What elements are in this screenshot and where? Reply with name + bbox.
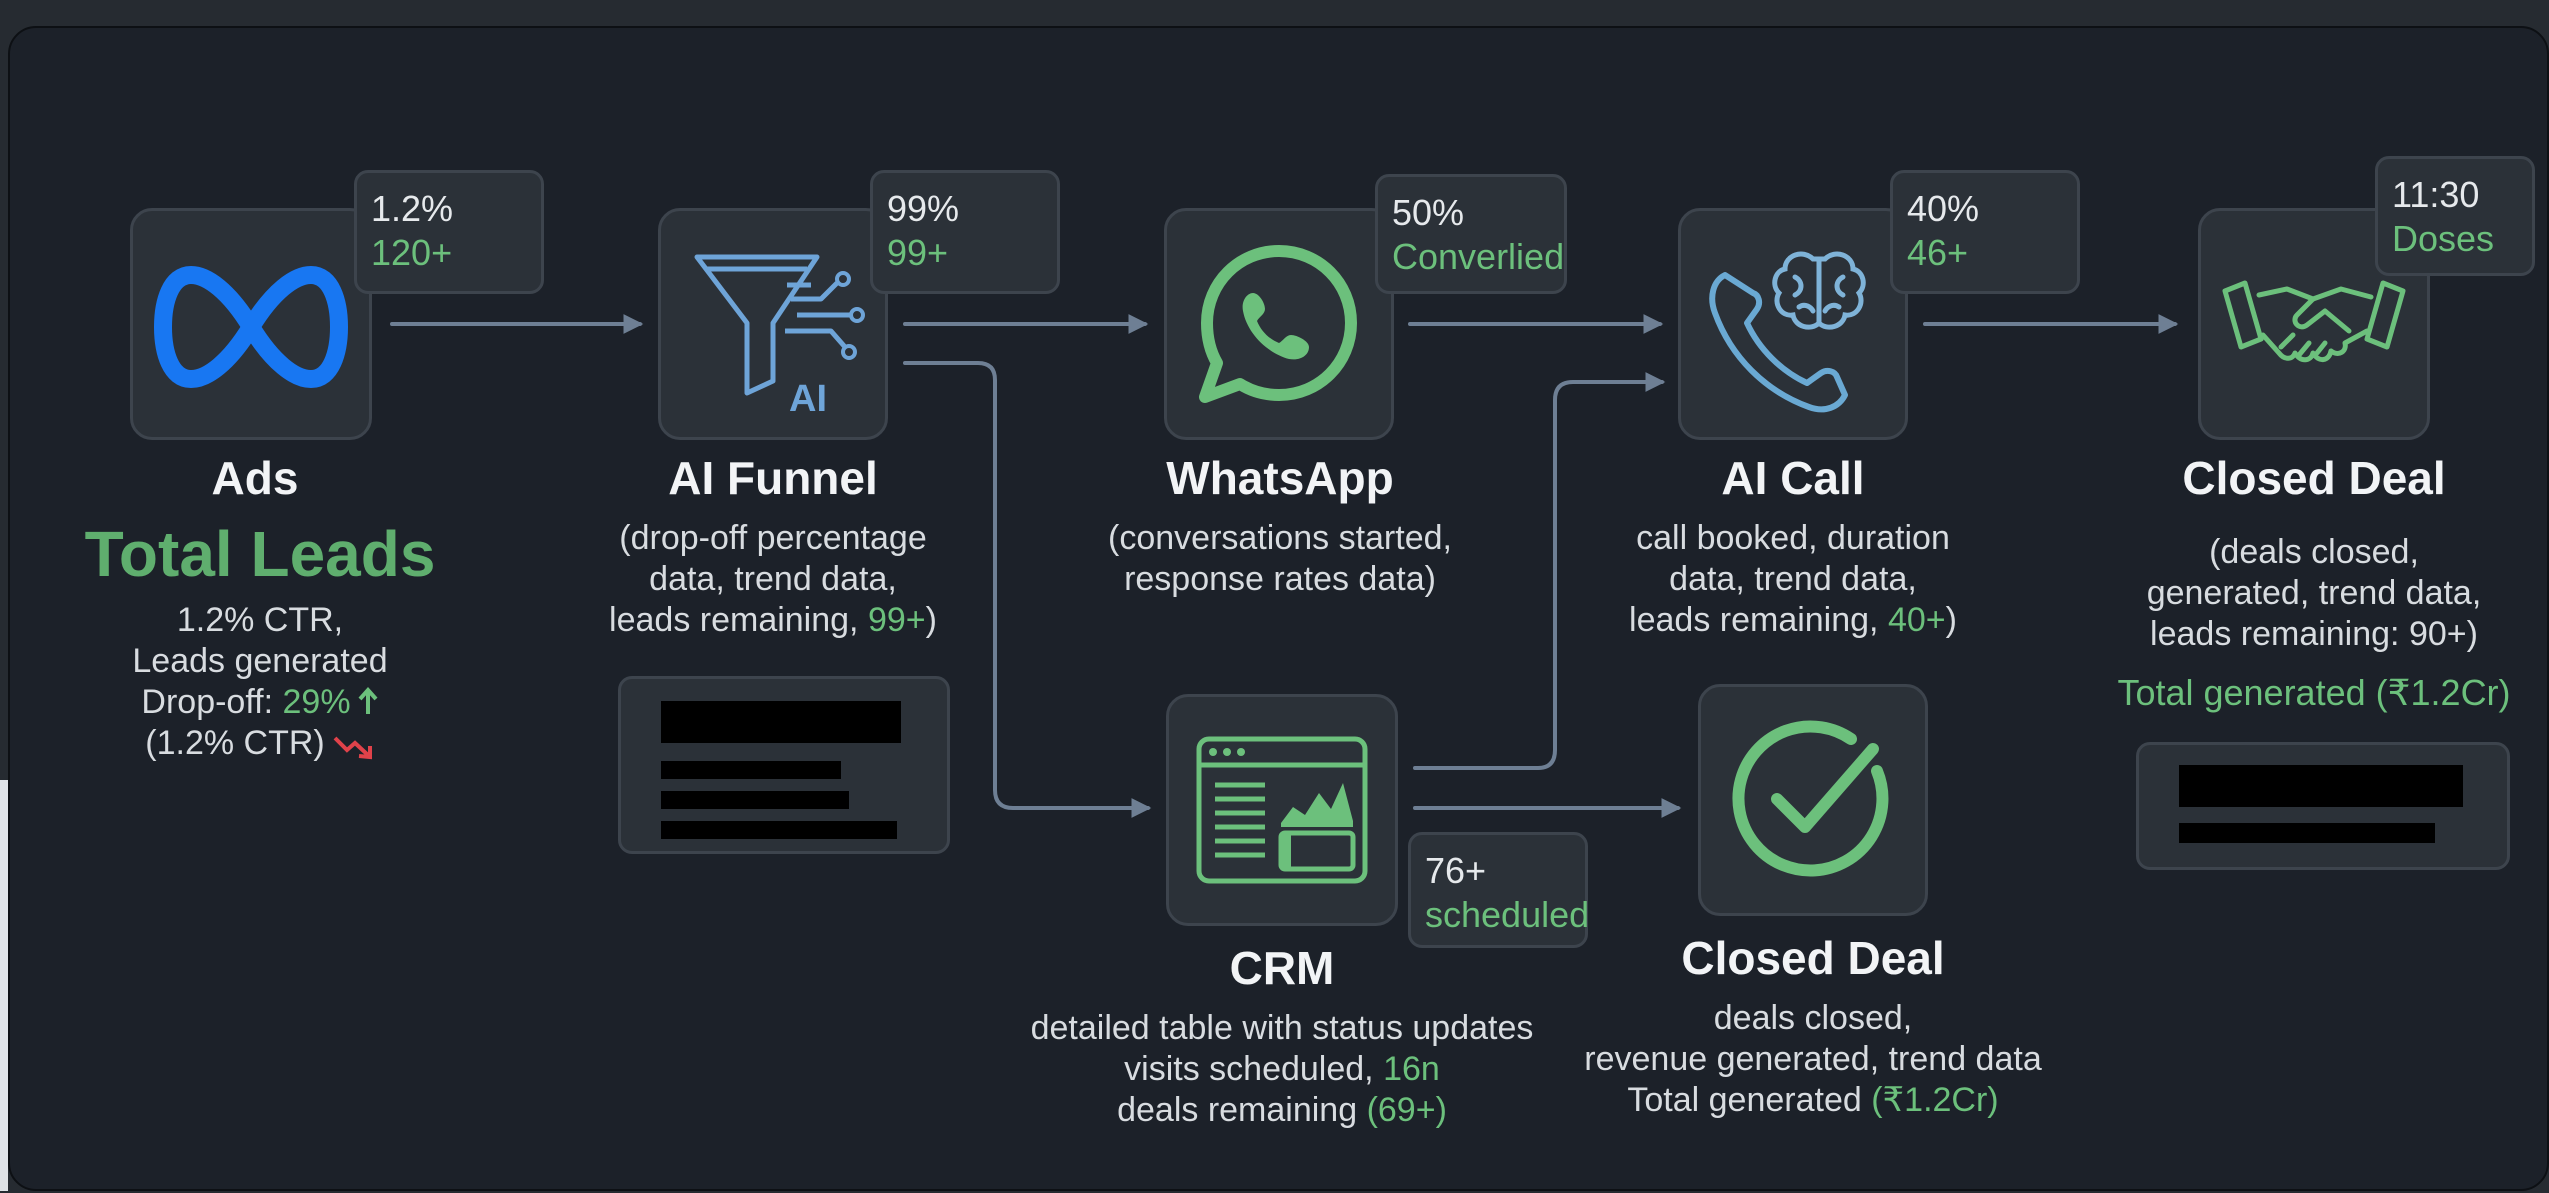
check-circle-icon (1732, 720, 1889, 877)
flow-connectors (390, 314, 2179, 818)
ads-title: Ads (211, 452, 299, 504)
ai-funnel-badge: 99% 99+ (870, 170, 1060, 294)
ads-total-leads: Total Leads (84, 518, 436, 590)
ai-funnel-icon: AI (694, 254, 865, 420)
whatsapp-title: WhatsApp (1166, 452, 1394, 504)
closed-deal-redacted-card (2136, 742, 2510, 870)
ai-funnel-node[interactable]: AI (658, 208, 888, 440)
trend-down-icon (333, 736, 372, 760)
ai-call-node[interactable] (1678, 208, 1908, 440)
closed-deal-bottom-description: deals closed, revenue generated, trend d… (1584, 999, 2042, 1119)
svg-text:AI: AI (789, 378, 827, 420)
closed-deal-top-total: Total generated (₹1.2Cr) (2117, 672, 2511, 713)
ai-funnel-description: (drop-off percentage data, trend data, l… (609, 519, 937, 639)
closed-deal-top-badge: 11:30 Doses (2375, 156, 2535, 276)
whatsapp-description: (conversations started, response rates d… (1108, 519, 1452, 598)
crm-node[interactable] (1166, 694, 1398, 926)
ads-dropoff-value: 29% (282, 683, 351, 721)
phone-brain-icon (1709, 251, 1866, 413)
arrow-up-icon (358, 686, 378, 714)
arrow-funnel-to-crm (903, 361, 1152, 818)
handshake-icon (2222, 280, 2406, 363)
ai-call-title: AI Call (1721, 452, 1865, 504)
crm-badge: 76+ scheduled (1408, 832, 1589, 948)
whatsapp-icon (1199, 245, 1357, 403)
ai-funnel-redacted-card (618, 676, 950, 854)
whatsapp-badge: 50% Converlied (1375, 174, 1567, 294)
ads-badge-rate: 1.2% (371, 188, 454, 229)
closed-deal-bottom-node[interactable] (1698, 684, 1928, 916)
ads-badge-count: 120+ (371, 232, 453, 273)
ai-call-description: call booked, duration data, trend data, … (1629, 519, 1957, 639)
closed-deal-bottom-title: Closed Deal (1681, 932, 1945, 984)
closed-deal-top-description: (deals closed, generated, trend data, le… (2146, 533, 2482, 653)
ads-badge: 1.2% 120+ (354, 170, 544, 294)
ai-call-badge: 40% 46+ (1890, 170, 2080, 294)
arrow-crm-to-aicall (1413, 372, 1666, 770)
meta-logo-icon (154, 266, 348, 388)
closed-deal-top-title: Closed Deal (2182, 452, 2446, 504)
crm-description: detailed table with status updates visit… (1030, 1009, 1534, 1129)
crm-title: CRM (1229, 942, 1335, 994)
whatsapp-node[interactable] (1164, 208, 1394, 440)
crm-dashboard-icon (1196, 736, 1368, 884)
ai-funnel-title: AI Funnel (668, 452, 878, 504)
ads-node[interactable] (130, 208, 372, 440)
ads-description: 1.2% CTR, Leads generated Drop-off: 29% … (132, 601, 388, 762)
pipeline-diagram: 1.2% 120+ Ads Total Leads 1.2% CTR, Lead… (8, 26, 2549, 1191)
background-edge (0, 780, 8, 1191)
